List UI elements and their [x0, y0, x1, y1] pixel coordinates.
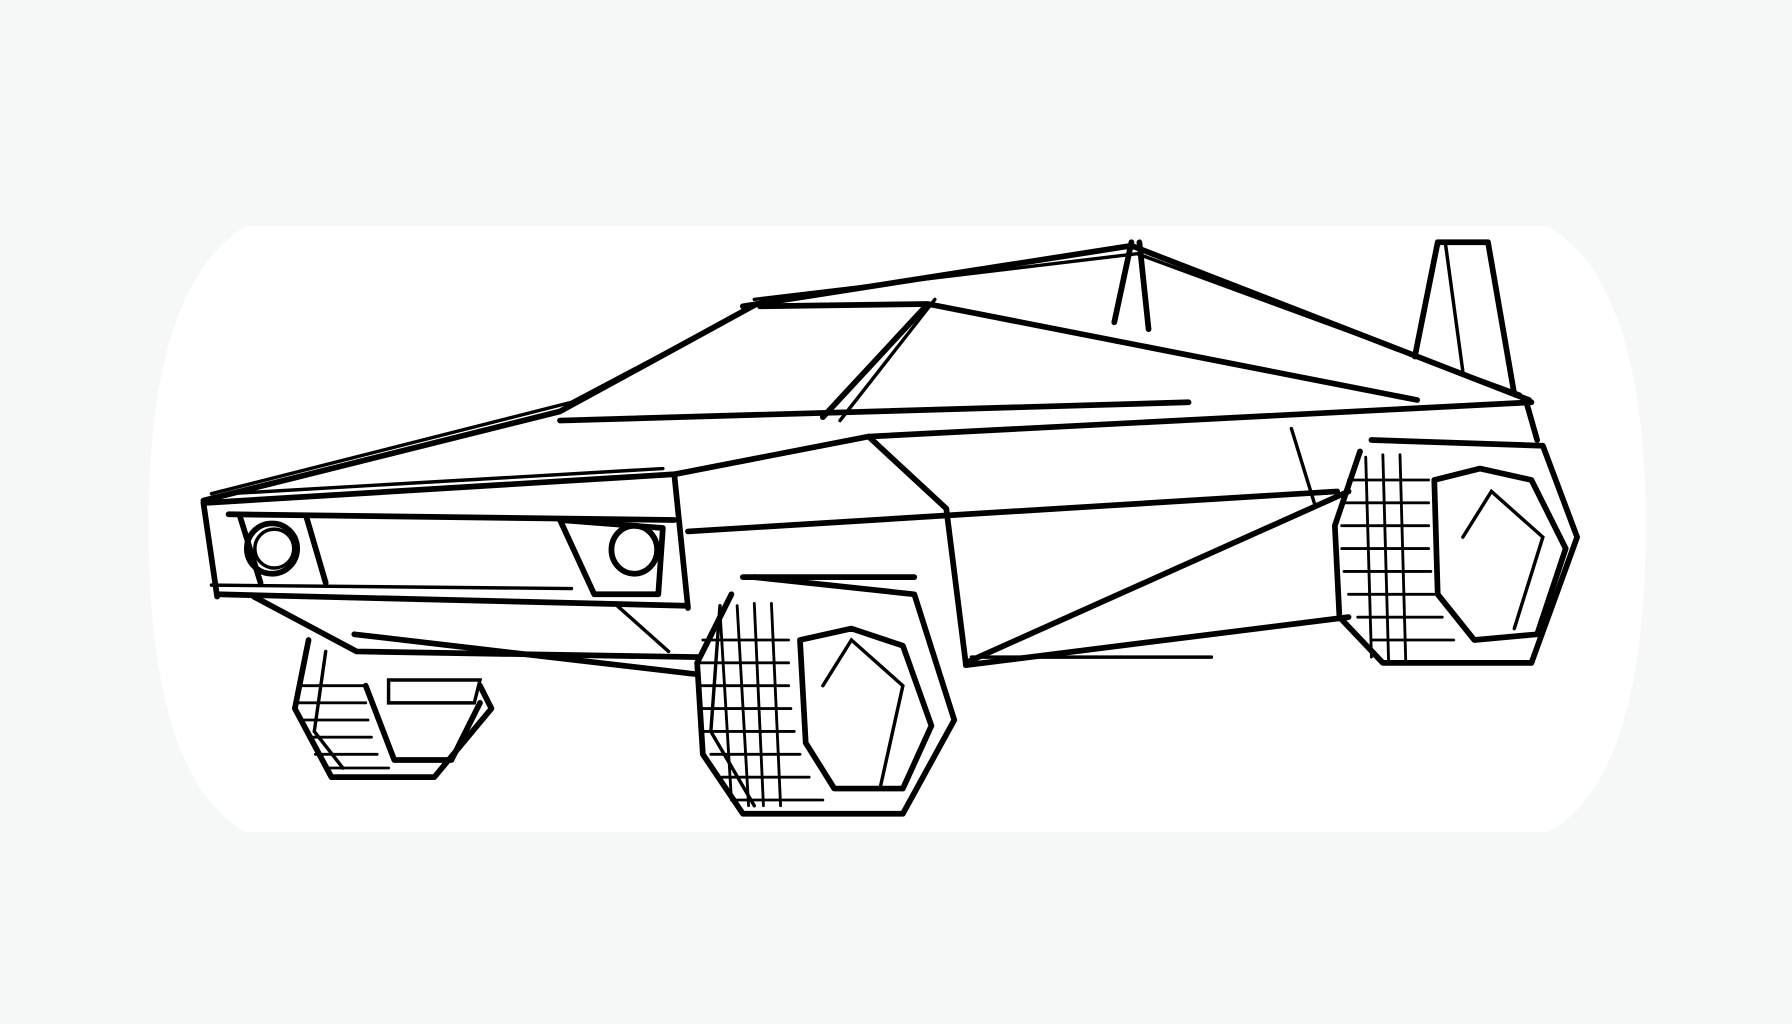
car-body — [200, 239, 1540, 678]
front-right-wheel — [694, 574, 958, 817]
white-panel — [148, 226, 1646, 833]
rear-wheel — [1332, 437, 1580, 666]
front-left-wheel — [292, 637, 495, 780]
